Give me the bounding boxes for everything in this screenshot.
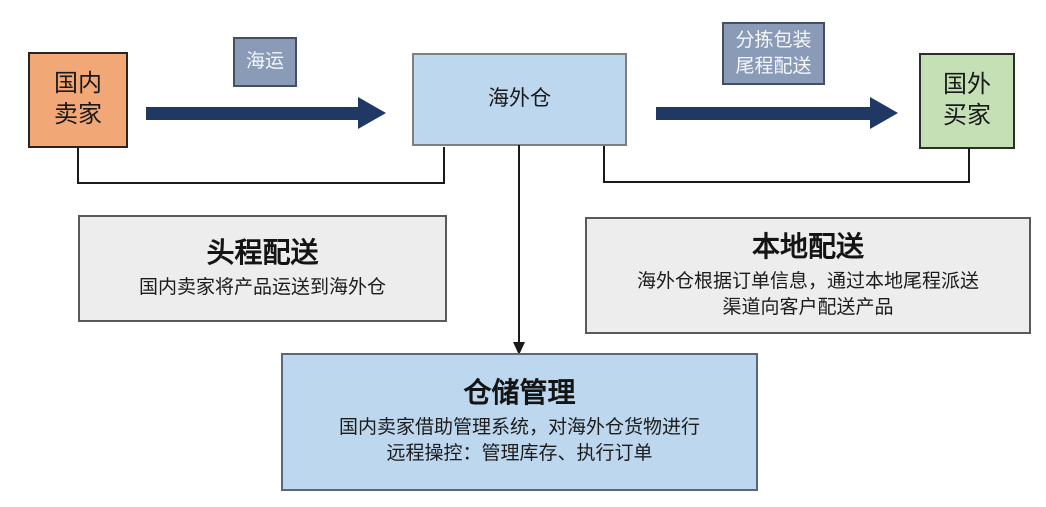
local-delivery-description-line: 海外仓根据订单信息，通过本地尾程派送 bbox=[636, 270, 979, 292]
warehouse-management-description-line: 国内卖家借助管理系统，对海外仓货物进行 bbox=[338, 417, 700, 439]
local-delivery-title: 本地配送 bbox=[751, 230, 864, 262]
connector-warehouse-buyer-bracket bbox=[603, 146, 970, 183]
first-leg-title: 头程配送 bbox=[206, 236, 319, 268]
warehouse-management-title: 仓储管理 bbox=[463, 377, 576, 409]
local-delivery-description-line: 渠道向客户配送产品 bbox=[722, 296, 894, 318]
node-domestic-seller-label-line: 卖家 bbox=[54, 101, 102, 128]
local-delivery-description: 海外仓根据订单信息，通过本地尾程派送 渠道向客户配送产品 bbox=[637, 269, 979, 320]
node-foreign-buyer-label-line: 国外 bbox=[943, 71, 991, 99]
warehouse-management-description: 国内卖家借助管理系统，对海外仓货物进行 远程操控：管理库存、执行订单 bbox=[339, 415, 700, 466]
node-domestic-seller-label-line: 国内 bbox=[54, 70, 102, 98]
first-leg-description: 国内卖家将产品运送到海外仓 bbox=[138, 276, 386, 298]
node-overseas-warehouse-label: 海外仓 bbox=[488, 87, 551, 111]
node-overseas-warehouse: 海外仓 bbox=[412, 53, 627, 146]
detail-box-first-leg-delivery: 头程配送 国内卖家将产品运送到海外仓 bbox=[78, 215, 447, 322]
connector-seller-warehouse-bracket bbox=[77, 147, 445, 184]
edge-label-sorting-lastmile: 分拣包装 尾程配送 bbox=[722, 22, 825, 85]
edge-label-sea-shipping: 海运 bbox=[233, 37, 297, 87]
arrow-warehouse-to-management bbox=[513, 145, 525, 355]
arrow-seller-to-warehouse bbox=[146, 97, 386, 129]
detail-box-warehouse-management: 仓储管理 国内卖家借助管理系统，对海外仓货物进行 远程操控：管理库存、执行订单 bbox=[281, 353, 758, 491]
edge-label-sea-shipping-text: 海运 bbox=[245, 51, 284, 73]
warehouse-management-description-line: 远程操控：管理库存、执行订单 bbox=[386, 443, 653, 465]
arrow-warehouse-to-buyer bbox=[656, 97, 898, 129]
edge-label-sorting-line: 分拣包装 bbox=[735, 29, 812, 51]
edge-label-sorting-line: 尾程配送 bbox=[735, 55, 812, 77]
node-foreign-buyer-label-line: 买家 bbox=[943, 102, 991, 129]
node-domestic-seller: 国内 卖家 bbox=[28, 52, 128, 148]
node-foreign-buyer: 国外 买家 bbox=[919, 53, 1015, 149]
detail-box-local-delivery: 本地配送 海外仓根据订单信息，通过本地尾程派送 渠道向客户配送产品 bbox=[585, 217, 1031, 334]
